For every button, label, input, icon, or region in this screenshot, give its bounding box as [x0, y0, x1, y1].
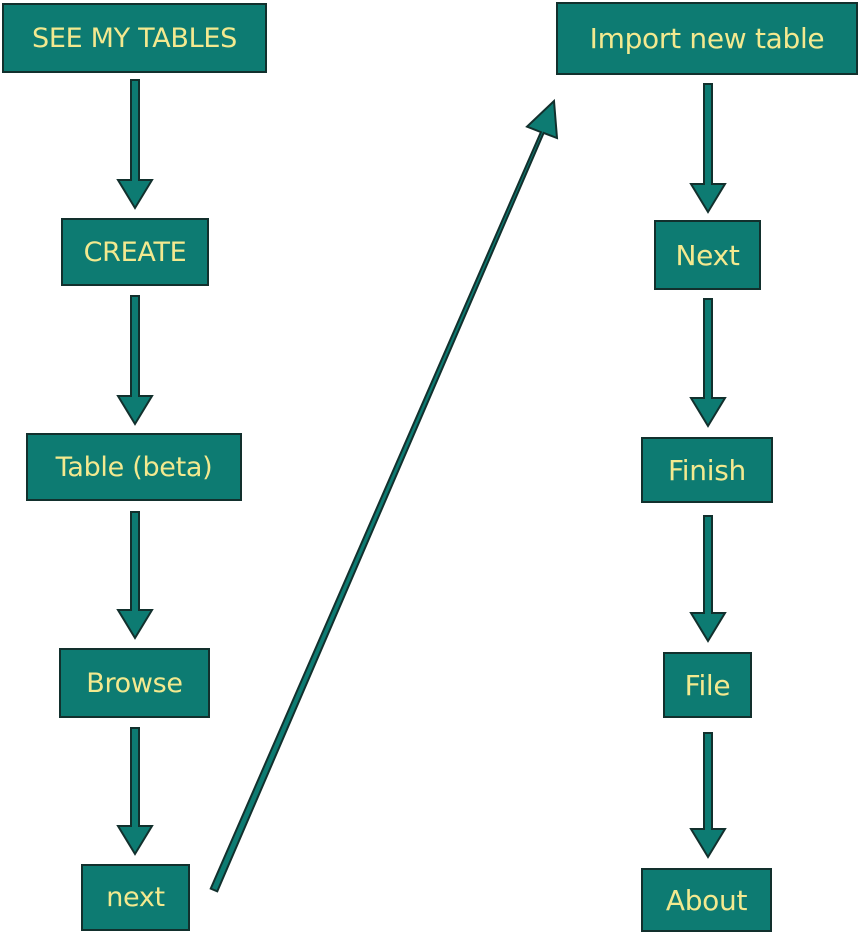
step-label: Browse: [86, 667, 183, 699]
arrow-down-icon: [689, 298, 727, 428]
step-label: Import new table: [589, 22, 825, 55]
step-import-new-table: Import new table: [556, 2, 858, 75]
arrow-down-icon: [689, 83, 727, 214]
step-label: next: [106, 882, 165, 913]
step-table-beta: Table (beta): [26, 433, 242, 501]
step-finish: Finish: [641, 437, 773, 503]
diagonal-arrow-icon: [209, 98, 559, 893]
arrow-down-icon: [689, 732, 727, 859]
arrow-down-icon: [116, 295, 154, 426]
step-browse: Browse: [59, 648, 210, 718]
arrow-down-icon: [116, 79, 154, 210]
arrows: [116, 79, 727, 893]
step-label: Next: [675, 238, 740, 272]
step-label: CREATE: [83, 236, 187, 268]
arrow-down-icon: [689, 515, 727, 643]
arrow-down-icon: [116, 511, 154, 640]
step-label: Finish: [668, 453, 746, 487]
step-label: SEE MY TABLES: [32, 22, 237, 54]
step-label: Table (beta): [55, 451, 213, 483]
arrow-down-icon: [116, 727, 154, 856]
step-label: File: [684, 668, 731, 702]
step-see-my-tables: SEE MY TABLES: [2, 3, 267, 73]
step-label: About: [665, 883, 748, 917]
step-create: CREATE: [61, 218, 209, 286]
step-next-lower: next: [81, 864, 190, 931]
step-next: Next: [654, 220, 761, 290]
step-about: About: [641, 868, 772, 932]
step-file: File: [663, 652, 752, 718]
